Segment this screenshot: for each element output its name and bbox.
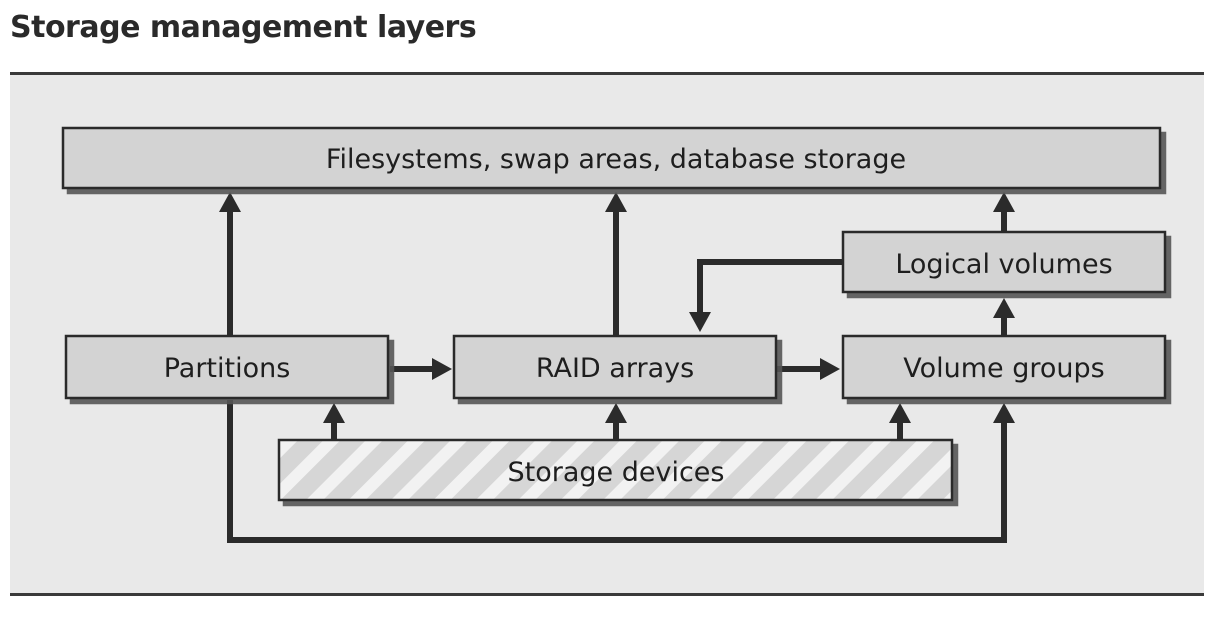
arrowhead-up-lv-fs [993, 192, 1015, 212]
partitions-label: Partitions [164, 353, 291, 384]
connector-partitions-vg-loop [227, 400, 1007, 543]
box-partitions: Partitions [64, 334, 390, 400]
arrowhead-right-raid-vg [820, 358, 840, 380]
page-title: Storage management layers [10, 10, 477, 45]
arrowhead-up-partitions-fs [219, 192, 241, 212]
box-storage-devices: Storage devices [277, 438, 954, 502]
arrowhead-up-devices-vg [889, 403, 911, 423]
arrowhead-up-vg-lv [993, 298, 1015, 318]
box-volume-groups: Volume groups [841, 334, 1167, 400]
arrowhead-up-devices-raid [605, 403, 627, 423]
arrowhead-up-devices-partitions [323, 403, 345, 423]
connectors [227, 208, 1007, 543]
raid-arrays-label: RAID arrays [536, 353, 694, 384]
arrowhead-down-lv-raid [689, 312, 711, 332]
arrowhead-up-loop-vg [993, 403, 1015, 423]
box-logical-volumes: Logical volumes [841, 230, 1167, 294]
filesystems-label: Filesystems, swap areas, database storag… [326, 144, 906, 175]
box-raid-arrays: RAID arrays [452, 334, 778, 400]
arrowhead-up-raid-fs [605, 192, 627, 212]
connector-lv-raid [697, 259, 843, 312]
arrowhead-right-partitions-raid [432, 358, 452, 380]
box-filesystems: Filesystems, swap areas, database storag… [61, 126, 1162, 190]
volume-groups-label: Volume groups [903, 353, 1105, 384]
logical-volumes-label: Logical volumes [895, 249, 1112, 280]
arrowheads [219, 192, 1015, 423]
storage-devices-label: Storage devices [508, 457, 725, 488]
